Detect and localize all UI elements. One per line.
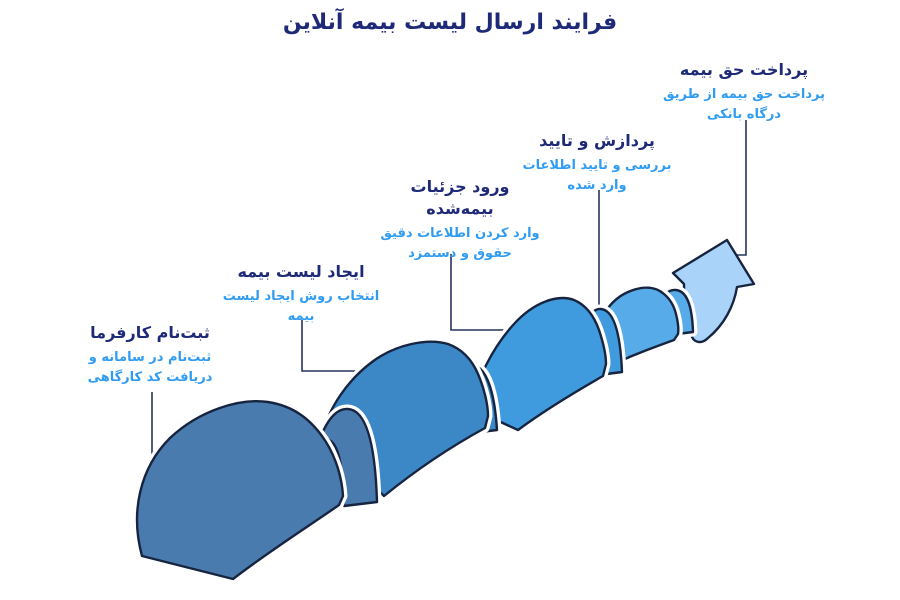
step-2-subtitle-line: انتخاب روش ایجاد لیست [222,289,380,304]
step-5-title: پرداخت حق بیمه [639,59,849,81]
step-4-subtitle: بررسی و تایید اطلاعات وارد شده [492,156,702,196]
step-5-subtitle-line: پرداخت حق بیمه از طریق [662,87,826,102]
step-1-subtitle: ثبت‌نام در سامانه و دریافت کد کارگاهی [45,348,255,388]
step-4-subtitle-line: وارد شده [567,178,627,193]
step-4-subtitle-line: بررسی و تایید اطلاعات [522,158,672,173]
step-3-title: ورود جزئیات بیمه‌شده [355,176,565,220]
wave-segment-1 [135,400,345,581]
step-4-title: پردازش و تایید [492,130,702,152]
step-1-subtitle-line: دریافت کد کارگاهی [87,370,213,385]
step-2-subtitle: انتخاب روش ایجاد لیست بیمه [196,287,406,327]
step-3-subtitle-line: حقوق و دستمزد [408,246,512,261]
step-2-title: ایجاد لیست بیمه [196,261,406,283]
step-label-3: ورود جزئیات بیمه‌شده وارد کردن اطلاعات د… [355,176,565,264]
connector-line-5 [735,120,747,256]
step-3-title-line: بیمه‌شده [426,199,494,218]
connector-line-2 [301,320,357,372]
step-label-4: پردازش و تایید بررسی و تایید اطلاعات وار… [492,130,702,196]
page-title: فرایند ارسال لیست بیمه آنلاین [282,10,618,35]
step-label-2: ایجاد لیست بیمه انتخاب روش ایجاد لیست بی… [196,261,406,327]
step-1-title-line: ثبت‌نام کارفرما [90,323,210,342]
step-5-subtitle: پرداخت حق بیمه از طریق درگاه بانکی [639,85,849,125]
step-3-subtitle: وارد کردن اطلاعات دقیق حقوق و دستمزد [355,224,565,264]
step-2-subtitle-line: بیمه [287,309,315,324]
step-2-title-line: ایجاد لیست بیمه [237,262,365,281]
step-4-title-line: پردازش و تایید [539,131,655,150]
step-3-title-line: ورود جزئیات [410,177,510,196]
step-5-subtitle-line: درگاه بانکی [706,107,782,122]
step-1-title: ثبت‌نام کارفرما [45,322,255,344]
step-5-title-line: پرداخت حق بیمه [679,60,809,79]
step-3-subtitle-line: وارد کردن اطلاعات دقیق [380,226,540,241]
step-label-5: پرداخت حق بیمه پرداخت حق بیمه از طریق در… [639,59,849,125]
connector-line-3 [450,254,505,331]
step-label-1: ثبت‌نام کارفرما ثبت‌نام در سامانه و دریا… [45,322,255,388]
step-1-subtitle-line: ثبت‌نام در سامانه و [88,350,212,365]
